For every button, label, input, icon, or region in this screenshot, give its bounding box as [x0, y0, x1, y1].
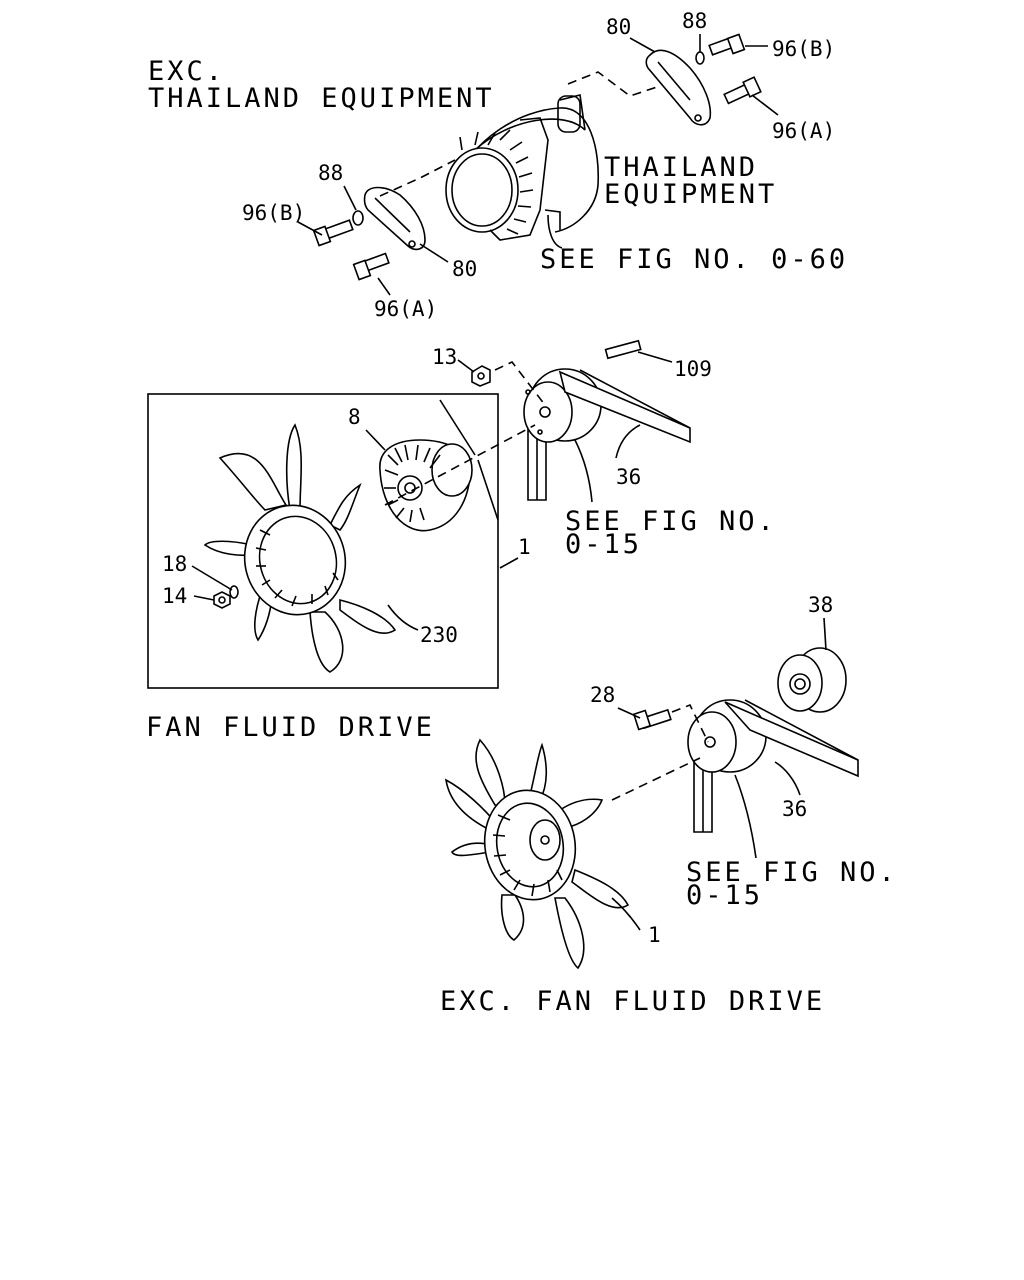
callout-18: 18: [162, 552, 187, 576]
callout-88-left: 88: [318, 161, 343, 185]
leader-lines-top: [297, 34, 779, 296]
callout-96a-top: 96(A): [772, 119, 835, 143]
washer-88-left: [352, 210, 364, 226]
callout-96b-top: 96(B): [772, 37, 835, 61]
callout-109: 109: [674, 357, 712, 381]
v-belt-36-upper: [558, 369, 691, 444]
v-belt-36-lower: [724, 699, 859, 778]
washer-88-upper: [695, 51, 705, 65]
callout-38: 38: [808, 593, 833, 617]
see-fig-0-15-lower-2: 0-15: [686, 880, 763, 911]
nut-14: [213, 591, 231, 609]
callout-14: 14: [162, 584, 187, 608]
leader-lines-middle: [191, 351, 673, 631]
bolt-28: [632, 708, 672, 731]
fan-clutch-8: [379, 439, 473, 532]
alternator: [445, 94, 600, 241]
callout-8: 8: [348, 405, 361, 429]
idler-pulley-38: [777, 647, 847, 713]
callout-28: 28: [590, 683, 615, 707]
fan-blade-1-lower: [444, 738, 630, 970]
nut-13: [471, 365, 491, 387]
fan-blade-230: [203, 423, 397, 673]
bolt-96b-upper: [708, 33, 746, 56]
stud-109: [604, 339, 642, 360]
callout-230: 230: [420, 623, 458, 647]
bracket-80-left: [363, 186, 426, 251]
callout-13: 13: [432, 345, 457, 369]
see-fig-0-15-upper-1: SEE FIG NO.: [565, 506, 777, 537]
heading-fan-fluid-drive: FAN FLUID DRIVE: [146, 712, 435, 743]
heading-thailand-1: THAILAND: [604, 152, 758, 183]
leader-lines-lower: [611, 617, 827, 931]
heading-thailand-2: EQUIPMENT: [604, 179, 777, 210]
bolt-96a-left: [352, 252, 390, 281]
see-fig-0-15-lower-1: SEE FIG NO.: [686, 857, 898, 888]
callout-80-top: 80: [606, 15, 631, 39]
callout-88-top: 88: [682, 9, 707, 33]
callout-96a-left: 96(A): [374, 297, 437, 321]
callouts: 80 88 96(B) 96(A) 88 96(B) 80 96(A) 13 1…: [162, 9, 835, 947]
bracket-80-upper: [645, 49, 712, 126]
bolt-96b-left: [312, 219, 354, 247]
heading-exc-thailand-1: EXC.: [148, 56, 225, 87]
callout-96b-left: 96(B): [242, 201, 305, 225]
washer-18: [229, 585, 239, 599]
bolt-96a-upper: [723, 76, 762, 105]
callout-1-upper: 1: [518, 535, 531, 559]
callout-80-left: 80: [452, 257, 477, 281]
headings: EXC. THAILAND EQUIPMENT THAILAND EQUIPME…: [146, 56, 898, 1017]
fan-fluid-drive-box: [147, 393, 499, 689]
heading-exc-fan-fluid-drive: EXC. FAN FLUID DRIVE: [440, 986, 825, 1017]
callout-36-lower: 36: [782, 797, 807, 821]
heading-exc-thailand-2: THAILAND EQUIPMENT: [148, 83, 495, 114]
see-fig-0-15-upper-2: 0-15: [565, 529, 642, 560]
see-fig-0-60: SEE FIG NO. 0-60: [540, 244, 848, 275]
callout-1-lower: 1: [648, 923, 661, 947]
callout-36-upper: 36: [616, 465, 641, 489]
